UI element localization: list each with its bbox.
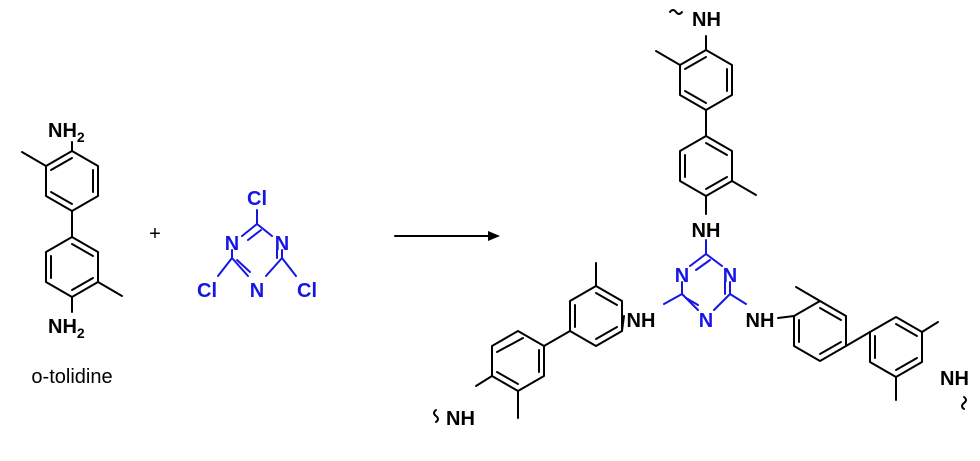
product-triazine-n-bottom: N <box>699 310 713 332</box>
product-structure: N N N NH NH NH NH <box>433 9 969 430</box>
linker-nh-top: NH <box>692 220 721 242</box>
product-triazine-n-right: N <box>723 265 737 287</box>
right-arm-end-nh: NH <box>940 368 969 390</box>
o-tolidine-lower-ring <box>45 236 99 298</box>
cyanuric-chloride-structure: Cl N N N Cl Cl <box>197 188 317 302</box>
top-arm-end-nh: NH <box>692 9 721 31</box>
reaction-arrow <box>394 231 500 241</box>
o-tolidine-name: o-tolidine <box>31 366 112 388</box>
left-wavy-bond <box>433 409 439 423</box>
o-tolidine-lower-methyl <box>97 281 123 297</box>
o-tolidine-top-amine: NH2 <box>48 120 85 145</box>
product-triazine-n-left: N <box>675 265 689 287</box>
triazine-chloro-left: Cl <box>197 280 217 302</box>
triazine-n-right: N <box>275 233 289 255</box>
right-wavy-bond <box>961 396 967 410</box>
linker-nh-left: NH <box>627 310 656 332</box>
left-arm-end-nh: NH <box>446 408 475 430</box>
o-tolidine-upper-methyl <box>21 151 47 167</box>
plus-sign: + <box>149 223 161 245</box>
product-top-arm: NH <box>655 9 757 215</box>
product-left-arm: NH <box>433 262 625 430</box>
product-right-arm: NH <box>777 286 969 410</box>
linker-nh-right: NH <box>746 310 775 332</box>
triazine-n-left: N <box>225 233 239 255</box>
triazine-chloro-right: Cl <box>297 280 317 302</box>
top-wavy-bond <box>669 9 683 15</box>
triazine-n-bottom: N <box>250 280 264 302</box>
triazine-chloro-top: Cl <box>247 188 267 210</box>
o-tolidine-structure: NH2 NH2 o-tolidine <box>21 120 123 388</box>
o-tolidine-bottom-amine: NH2 <box>48 316 85 341</box>
o-tolidine-upper-ring <box>45 150 99 212</box>
product-triazine-core: N N N <box>663 239 747 332</box>
